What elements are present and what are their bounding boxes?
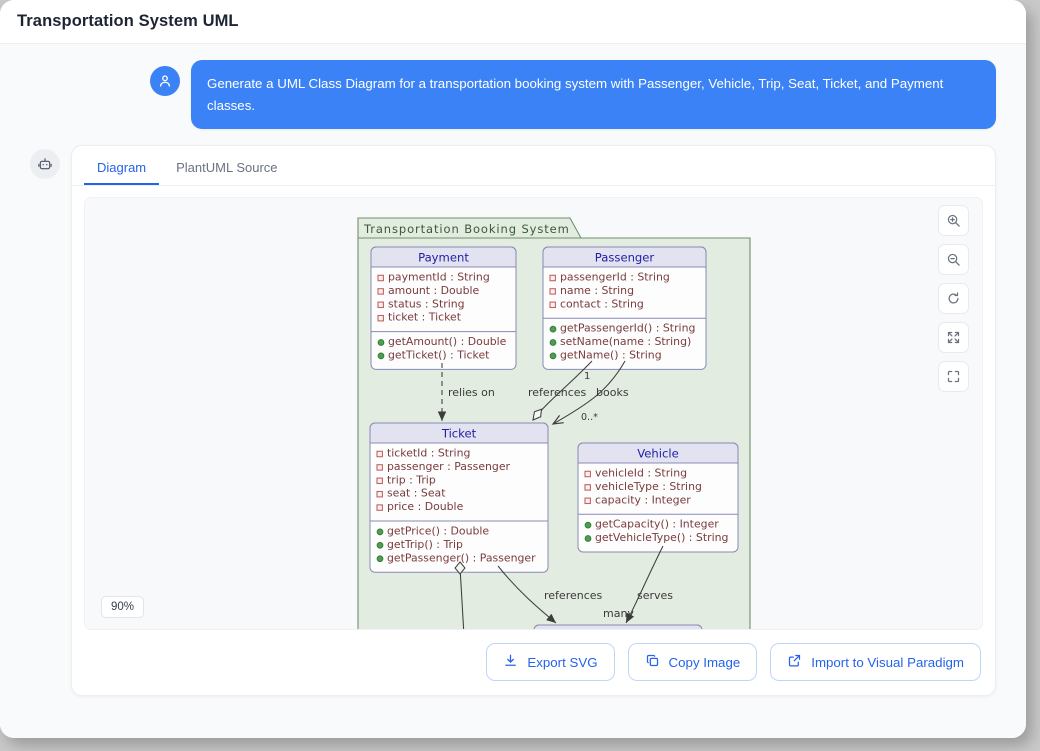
svg-text:seat : Seat: seat : Seat [387, 487, 446, 500]
zoom-in-icon[interactable] [938, 205, 969, 237]
svg-text:getPassengerId() : String: getPassengerId() : String [560, 322, 695, 335]
svg-text:Trip: Trip [607, 629, 629, 631]
svg-text:name : String: name : String [560, 284, 634, 297]
svg-text:0..*: 0..* [581, 412, 598, 423]
download-icon [503, 653, 518, 671]
import-vp-label: Import to Visual Paradigm [811, 654, 964, 670]
svg-text:setName(name : String): setName(name : String) [560, 335, 691, 348]
svg-text:paymentId : String: paymentId : String [388, 271, 490, 284]
app-window: Transportation System UML Generate a UML… [0, 0, 1026, 738]
canvas-toolbar [938, 205, 969, 393]
tab-bar: Diagram PlantUML Source [72, 146, 995, 187]
svg-text:getPrice() : Double: getPrice() : Double [387, 525, 489, 538]
svg-text:1: 1 [584, 371, 590, 382]
svg-text:books: books [596, 386, 629, 399]
export-svg-label: Export SVG [527, 654, 598, 670]
zoom-out-icon[interactable] [938, 244, 969, 276]
chat-area: Generate a UML Class Diagram for a trans… [0, 44, 1026, 738]
svg-text:Passenger: Passenger [595, 251, 655, 265]
fullscreen-icon[interactable] [938, 361, 969, 393]
svg-text:serves: serves [637, 589, 673, 602]
svg-text:ticket : Ticket: ticket : Ticket [388, 311, 462, 324]
svg-text:getTicket() : Ticket: getTicket() : Ticket [388, 349, 490, 362]
svg-text:getCapacity() : Integer: getCapacity() : Integer [595, 518, 719, 531]
svg-text:passengerId : String: passengerId : String [560, 271, 670, 284]
svg-text:getVehicleType() : String: getVehicleType() : String [595, 531, 728, 544]
svg-text:many: many [603, 607, 634, 620]
export-svg-button[interactable]: Export SVG [486, 643, 615, 682]
diagram-canvas[interactable]: 90% [84, 197, 983, 631]
user-message-bubble: Generate a UML Class Diagram for a trans… [191, 60, 996, 130]
svg-text:status : String: status : String [388, 297, 465, 310]
svg-text:Payment: Payment [418, 251, 469, 265]
svg-text:getTrip() : Trip: getTrip() : Trip [387, 538, 463, 551]
user-message-row: Generate a UML Class Diagram for a trans… [30, 60, 996, 130]
svg-text:getAmount() : Double: getAmount() : Double [388, 335, 507, 348]
tab-diagram[interactable]: Diagram [84, 154, 160, 186]
external-link-icon [787, 653, 802, 671]
svg-text:passenger : Passenger: passenger : Passenger [387, 460, 511, 473]
svg-text:references: references [528, 386, 587, 399]
svg-text:getPassenger() : Passenger: getPassenger() : Passenger [387, 551, 536, 564]
svg-text:trip : Trip: trip : Trip [387, 473, 436, 486]
import-vp-button[interactable]: Import to Visual Paradigm [770, 643, 981, 682]
svg-text:Ticket: Ticket [441, 427, 477, 441]
reset-view-icon[interactable] [938, 283, 969, 315]
fit-screen-icon[interactable] [938, 322, 969, 354]
zoom-level-badge: 90% [101, 596, 145, 619]
copy-icon [645, 653, 660, 671]
svg-text:vehicleType : String: vehicleType : String [595, 480, 702, 493]
app-header: Transportation System UML [0, 0, 1026, 44]
svg-text:vehicleId : String: vehicleId : String [595, 467, 687, 480]
svg-text:contact : String: contact : String [560, 297, 644, 310]
user-icon [150, 66, 180, 96]
svg-text:ticketId : String: ticketId : String [387, 447, 470, 460]
copy-image-button[interactable]: Copy Image [627, 643, 758, 682]
svg-text:price : Double: price : Double [387, 500, 464, 513]
assistant-message-row: Diagram PlantUML Source 90% [30, 145, 996, 697]
diagram-result-card: Diagram PlantUML Source 90% [71, 145, 996, 697]
svg-text:references: references [544, 589, 603, 602]
page-title: Transportation System UML [17, 12, 239, 30]
robot-icon [30, 149, 60, 180]
svg-text:Transportation Booking System: Transportation Booking System [363, 222, 570, 236]
svg-text:relies on: relies on [448, 386, 495, 399]
card-footer: Export SVG Copy Image [72, 630, 995, 695]
svg-text:Vehicle: Vehicle [637, 447, 678, 461]
copy-image-label: Copy Image [668, 654, 741, 670]
svg-text:capacity : Integer: capacity : Integer [595, 493, 691, 506]
svg-text:getName() : String: getName() : String [560, 349, 662, 362]
svg-text:amount : Double: amount : Double [388, 284, 480, 297]
tab-plantuml-source[interactable]: PlantUML Source [163, 154, 290, 185]
